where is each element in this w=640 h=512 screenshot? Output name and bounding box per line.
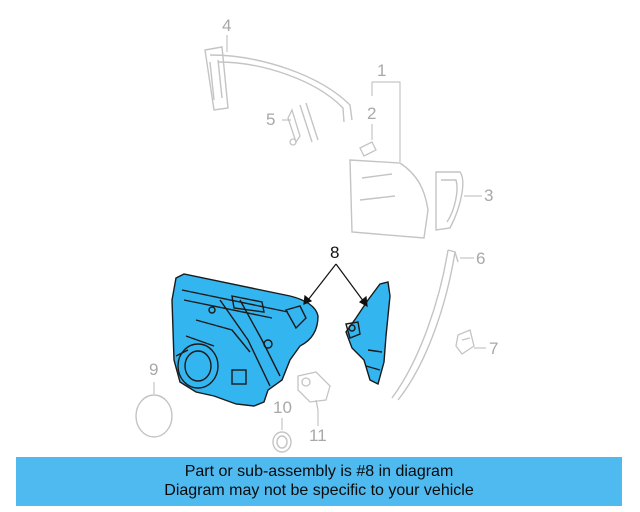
part-8-guide-rail bbox=[345, 281, 391, 386]
callout-4: 4 bbox=[222, 16, 232, 35]
callout-10: 10 bbox=[273, 398, 292, 417]
leader-8 bbox=[303, 263, 368, 308]
callout-9: 9 bbox=[149, 360, 159, 379]
part-4-run-channel bbox=[204, 46, 353, 143]
part-7-clip bbox=[455, 329, 475, 355]
part-5-bracket bbox=[287, 108, 301, 146]
leader-1 bbox=[372, 81, 401, 162]
callout-7: 7 bbox=[489, 339, 499, 358]
info-banner: Part or sub-assembly is #8 in diagram Di… bbox=[16, 457, 622, 506]
callout-11: 11 bbox=[309, 426, 327, 445]
part-9-seal bbox=[135, 394, 173, 438]
part-3-vent-glass bbox=[435, 171, 464, 231]
callout-3: 3 bbox=[484, 186, 494, 205]
part-10-grommet bbox=[272, 431, 292, 453]
banner-line-2: Diagram may not be specific to your vehi… bbox=[164, 482, 474, 499]
part-6-weatherstrip bbox=[391, 249, 459, 401]
callout-6: 6 bbox=[476, 249, 486, 268]
callout-2: 2 bbox=[367, 104, 377, 123]
part-8-regulator-panel bbox=[171, 273, 319, 407]
callout-5: 5 bbox=[266, 110, 276, 129]
banner-line-1: Part or sub-assembly is #8 in diagram bbox=[184, 463, 454, 480]
callout-8: 8 bbox=[330, 243, 340, 262]
part-11-motor bbox=[297, 371, 331, 411]
part-2-bolt bbox=[359, 141, 377, 157]
parts-diagram bbox=[135, 35, 486, 453]
callout-1: 1 bbox=[377, 61, 387, 80]
part-1-glass bbox=[349, 159, 429, 239]
